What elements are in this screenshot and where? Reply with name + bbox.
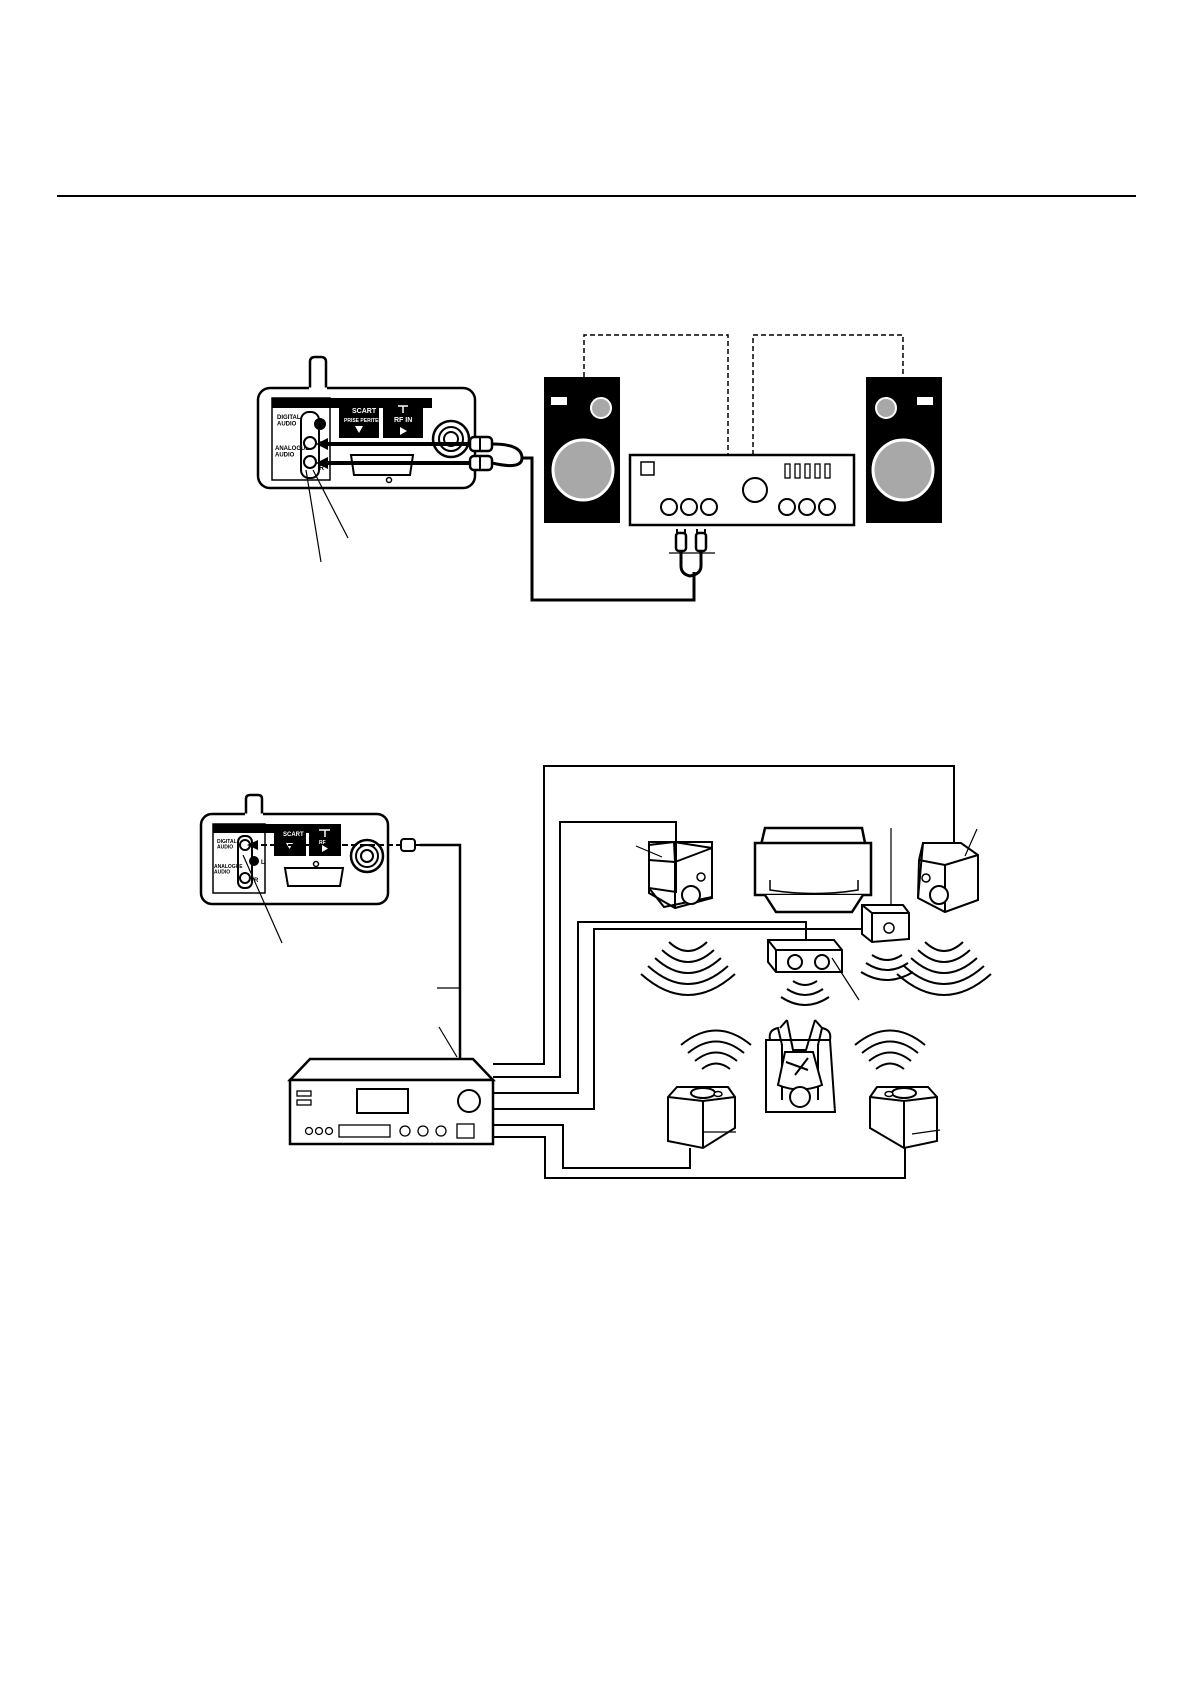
listener-in-chair <box>765 1019 837 1113</box>
speaker-wire-right <box>752 334 904 455</box>
speaker-cone <box>871 438 935 502</box>
sound-waves-front-right <box>896 941 992 996</box>
jack-right-label: R <box>254 878 259 884</box>
leader-line <box>964 828 978 857</box>
rf-label: RF <box>319 840 326 846</box>
center-speaker <box>861 904 910 944</box>
leader-line <box>831 957 860 1001</box>
sound-waves-center-front <box>780 980 830 1006</box>
front-right-speaker <box>916 842 979 914</box>
leader-line <box>242 854 283 944</box>
scart-block <box>274 824 306 856</box>
receiver-volume-knob <box>457 1089 481 1113</box>
leader-line <box>305 469 322 563</box>
rf-in-label: RF IN <box>394 417 412 424</box>
front-left-speaker <box>648 840 713 910</box>
leader-line <box>911 1129 941 1135</box>
sound-waves-rear-left <box>680 1029 752 1070</box>
av-receiver <box>287 1057 496 1146</box>
listener-head <box>789 1086 811 1108</box>
stereo-amplifier <box>628 453 856 527</box>
scart-connector <box>283 867 345 887</box>
leader-line <box>312 469 349 539</box>
rear-right-speaker <box>869 1086 938 1150</box>
scart-sub-label: PRISE PERITEL <box>344 418 382 424</box>
jack-left-label: L <box>261 860 265 866</box>
analogue-jack-left[interactable] <box>249 856 259 866</box>
leader-line <box>635 845 663 858</box>
speaker-left <box>544 377 620 523</box>
amp-knob <box>742 477 768 503</box>
center-speaker-front <box>767 939 843 973</box>
audio-cable-stereo <box>316 435 715 602</box>
digital-jack[interactable] <box>314 418 326 430</box>
leader-line <box>438 1026 458 1058</box>
sound-waves-front-left <box>640 941 736 996</box>
sound-waves-rear-right <box>854 1029 926 1070</box>
analogue-jack-right[interactable] <box>239 872 251 884</box>
analogue-jack-left[interactable] <box>303 436 317 450</box>
scart-label: SCART <box>352 408 377 415</box>
jack-right-label: R <box>319 465 324 472</box>
speaker-right <box>866 377 942 523</box>
rear-left-speaker <box>667 1086 736 1150</box>
television <box>753 826 873 914</box>
analogue-jack-right[interactable] <box>303 455 317 469</box>
speaker-cone <box>551 438 615 502</box>
receiver-display <box>356 1088 409 1114</box>
sound-waves-center <box>860 954 914 981</box>
speaker-wire-left <box>583 334 729 455</box>
scart-label: SCART <box>283 832 304 838</box>
